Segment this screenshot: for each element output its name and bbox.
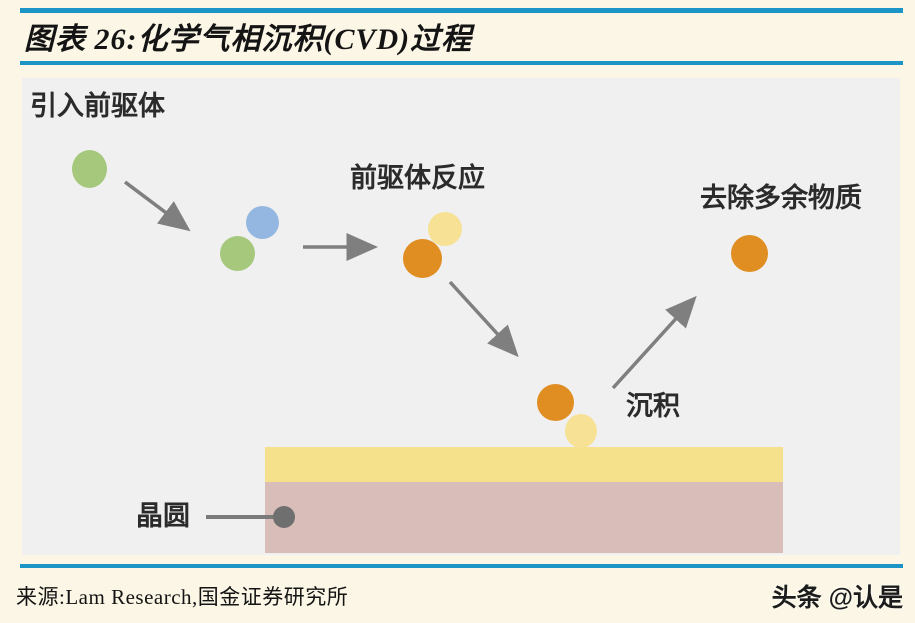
depositing-molecule-orange-icon bbox=[537, 384, 574, 421]
depositing-molecule-yellow-icon bbox=[565, 414, 597, 448]
arrow-to-surface-icon bbox=[448, 280, 519, 358]
top-accent-rule bbox=[20, 8, 903, 13]
precursor-molecule-blue-icon bbox=[246, 206, 279, 239]
process-flow-arrows bbox=[123, 180, 697, 390]
bottom-accent-rule bbox=[20, 564, 903, 568]
page-title: 图表 26:化学气相沉积(CVD)过程 bbox=[24, 23, 473, 56]
title-divider-rule bbox=[20, 61, 903, 65]
wafer-substrate-layer bbox=[265, 482, 783, 553]
label-deposition: 沉积 bbox=[626, 391, 680, 421]
precursor-molecule-green2-icon bbox=[220, 236, 255, 271]
label-remove-excess: 去除多余物质 bbox=[700, 183, 862, 213]
label-introduce-precursor: 引入前驱体 bbox=[30, 91, 165, 121]
byproduct-molecule-orange-icon bbox=[731, 235, 768, 272]
reacted-molecule-orange-icon bbox=[403, 239, 442, 278]
wafer-callout-line bbox=[206, 515, 276, 519]
arrow-remove-icon bbox=[611, 295, 697, 390]
watermark-toutiao: 头条 @认是 bbox=[771, 584, 903, 612]
precursor-molecule-green-icon bbox=[72, 150, 107, 188]
label-wafer: 晶圆 bbox=[136, 501, 190, 531]
arrow-introduce-icon bbox=[123, 180, 191, 232]
deposited-film-layer bbox=[265, 447, 783, 482]
reacted-molecule-yellow-icon bbox=[428, 212, 462, 246]
cvd-process-diagram: 引入前驱体 前驱体反应 去除多余物质 沉积 晶圆 bbox=[22, 78, 900, 555]
wafer-callout-dot-icon bbox=[273, 506, 295, 528]
label-precursor-reaction: 前驱体反应 bbox=[350, 163, 485, 193]
source-attribution: 来源:Lam Research,国金证券研究所 bbox=[16, 585, 349, 609]
